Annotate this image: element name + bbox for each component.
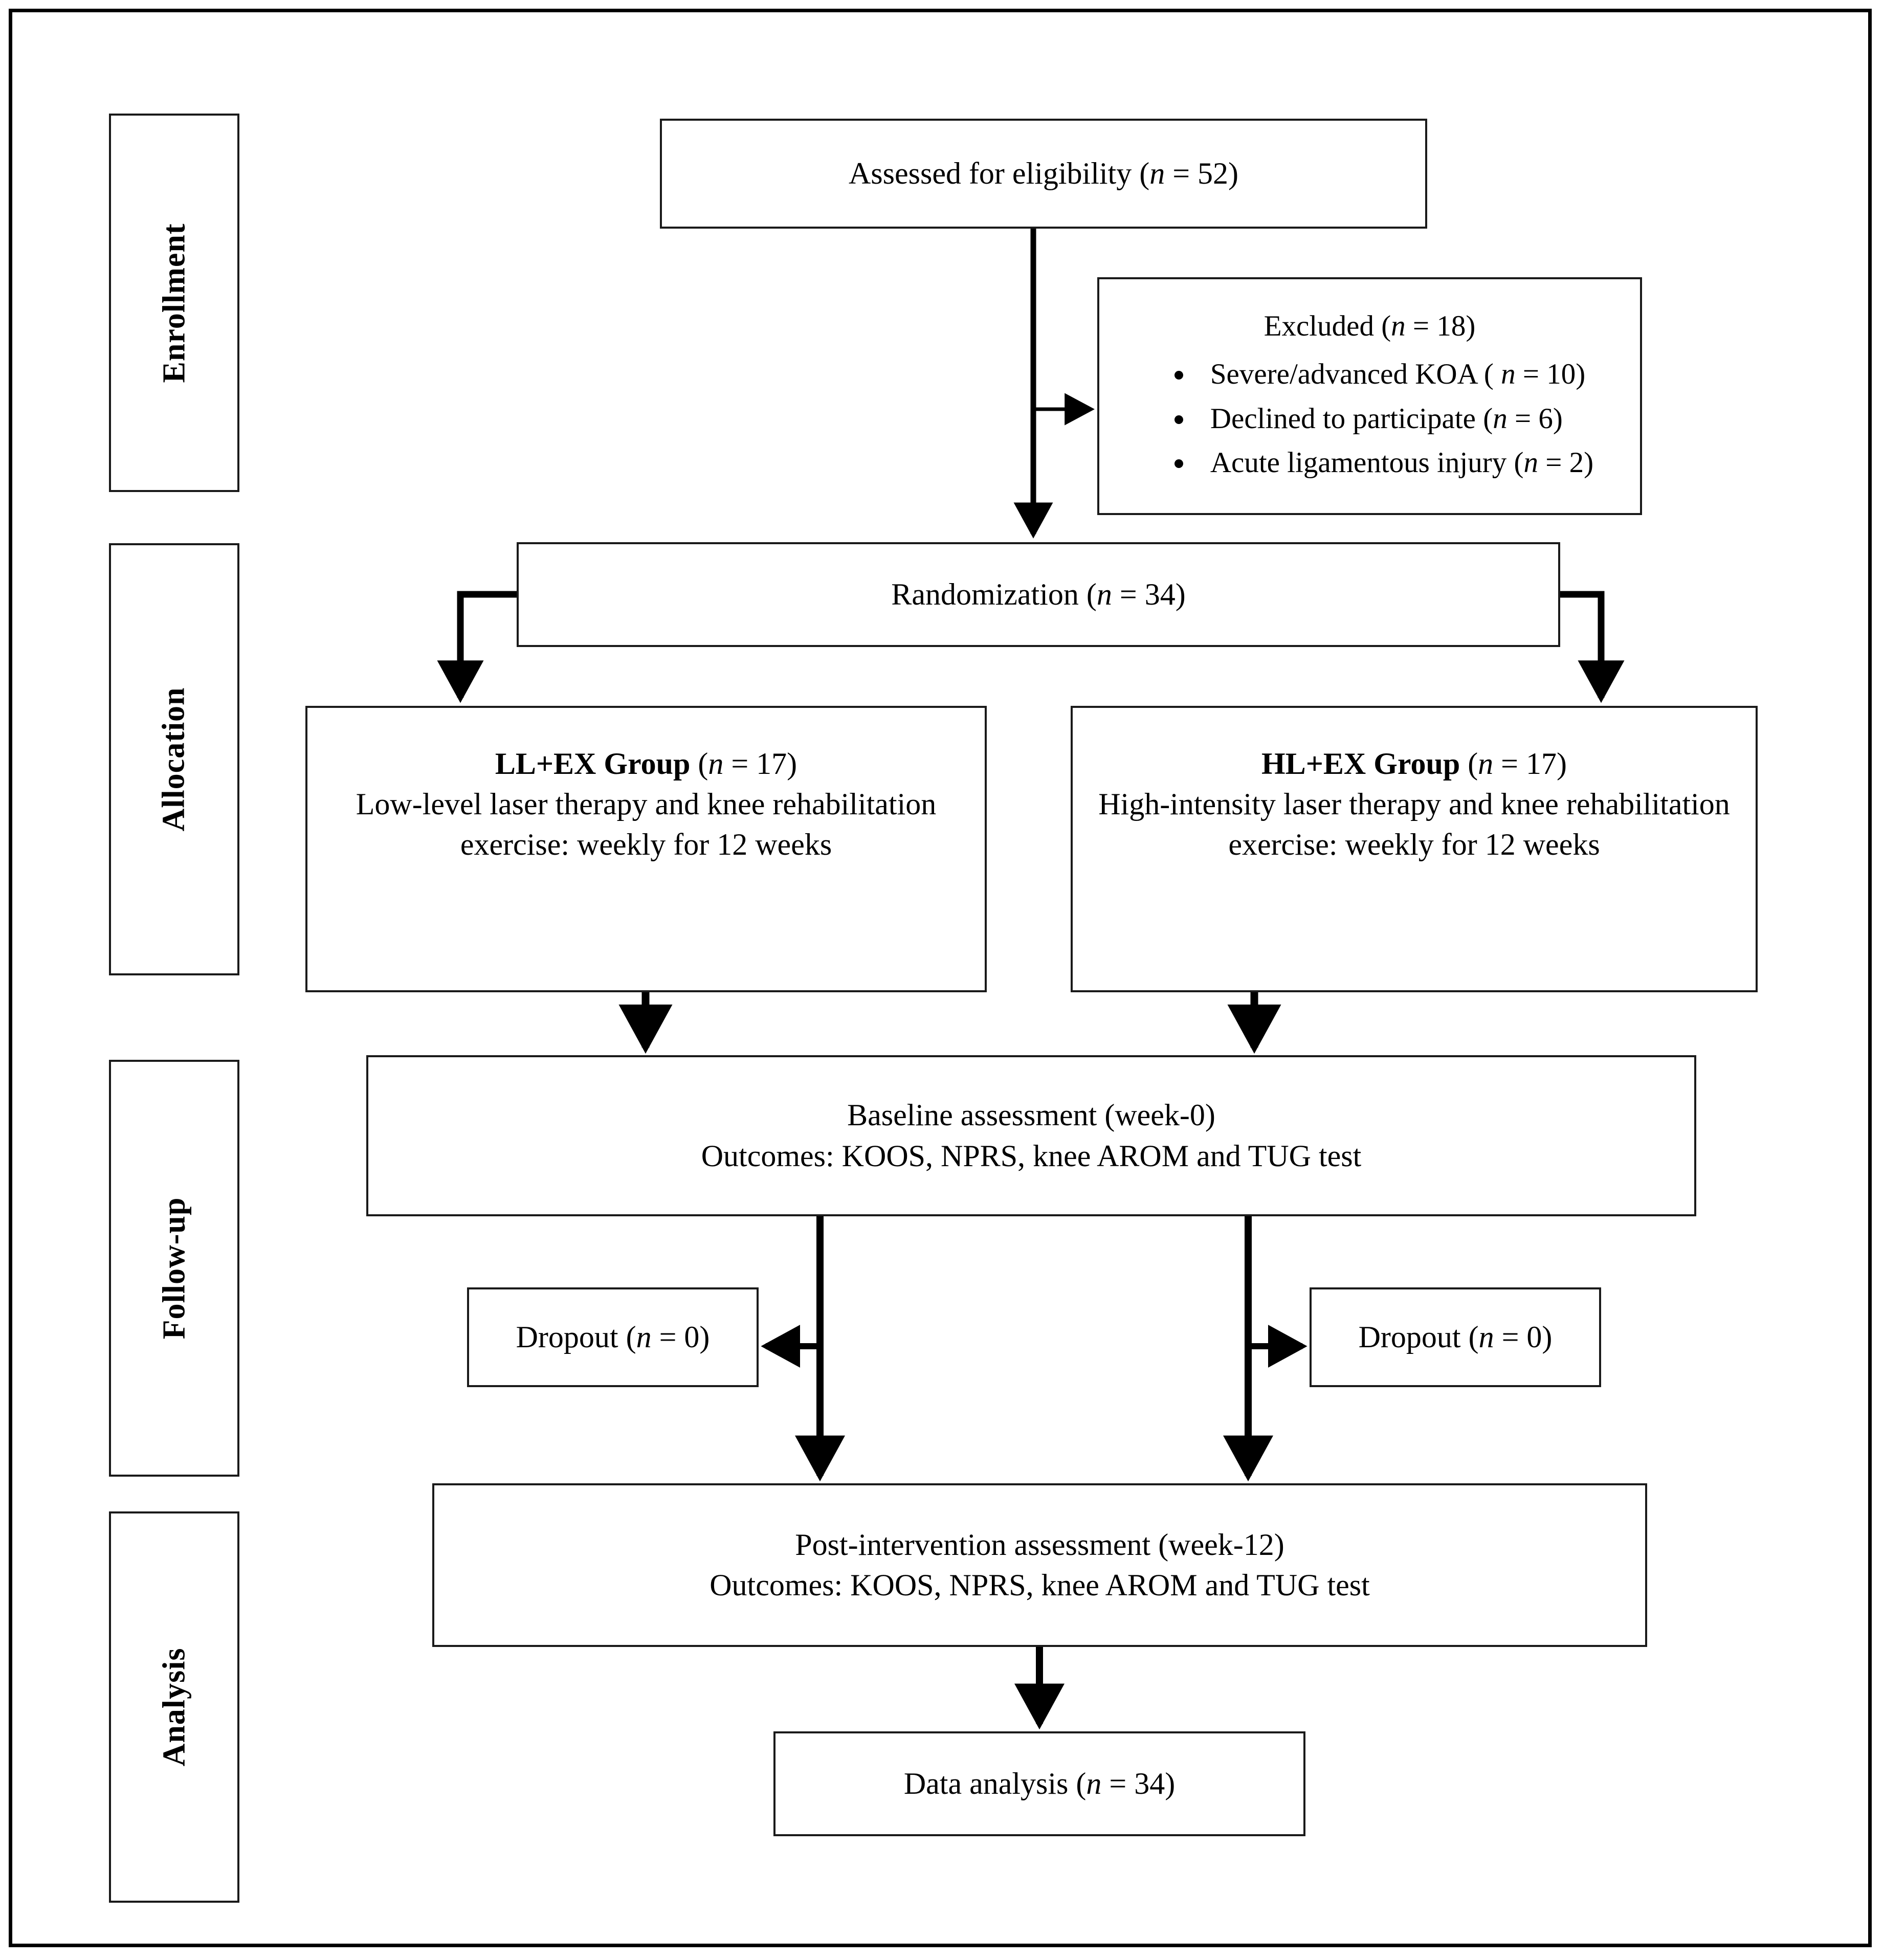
node-baseline-assessment: Baseline assessment (week-0) Outcomes: K… [366,1055,1696,1216]
excluded-title: Excluded (n = 18) [1264,309,1476,342]
hl-ex-group-heading: HL+EX Group (n = 17) [1261,747,1567,781]
node-randomization: Randomization (n = 34) [517,542,1560,647]
figure-frame [9,9,1872,1947]
baseline-line2: Outcomes: KOOS, NPRS, knee AROM and TUG … [701,1139,1362,1173]
stage-box-enrollment: Enrollment [109,114,239,492]
assessed-text: Assessed for eligibility (n = 52) [848,156,1239,190]
randomization-text: Randomization (n = 34) [891,577,1186,611]
excluded-reason: Acute ligamentous injury (n = 2) [1166,441,1593,485]
stage-label-enrollment: Enrollment [157,223,192,383]
baseline-line1: Baseline assessment (week-0) [847,1098,1215,1132]
post-line2: Outcomes: KOOS, NPRS, knee AROM and TUG … [710,1568,1370,1602]
excluded-reason-list: Severe/advanced KOA ( n = 10) Declined t… [1146,352,1593,485]
hl-ex-group-body: High-intensity laser therapy and knee re… [1098,787,1730,862]
node-excluded: Excluded (n = 18) Severe/advanced KOA ( … [1097,277,1642,515]
node-hl-ex-group: HL+EX Group (n = 17) High-intensity lase… [1071,706,1758,992]
stage-label-analysis: Analysis [157,1647,191,1767]
data-analysis-text: Data analysis (n = 34) [903,1766,1176,1800]
stage-box-followup: Follow-up [109,1060,239,1477]
stage-label-followup: Follow-up [157,1197,191,1340]
ll-ex-group-heading: LL+EX Group (n = 17) [495,747,797,781]
node-dropout-right: Dropout (n = 0) [1310,1287,1601,1387]
excluded-reason: Declined to participate (n = 6) [1166,397,1593,441]
post-line1: Post-intervention assessment (week-12) [795,1527,1284,1562]
dropout-left-text: Dropout (n = 0) [516,1320,710,1354]
stage-box-analysis: Analysis [109,1511,239,1903]
node-assessed-for-eligibility: Assessed for eligibility (n = 52) [660,119,1427,229]
stage-box-allocation: Allocation [109,543,239,975]
node-data-analysis: Data analysis (n = 34) [773,1731,1305,1836]
dropout-right-text: Dropout (n = 0) [1358,1320,1553,1354]
node-dropout-left: Dropout (n = 0) [467,1287,759,1387]
node-ll-ex-group: LL+EX Group (n = 17) Low-level laser the… [305,706,987,992]
ll-ex-group-body: Low-level laser therapy and knee rehabil… [356,787,937,862]
node-post-intervention-assessment: Post-intervention assessment (week-12) O… [432,1483,1647,1647]
stage-label-allocation: Allocation [157,687,192,832]
excluded-reason: Severe/advanced KOA ( n = 10) [1166,352,1593,397]
